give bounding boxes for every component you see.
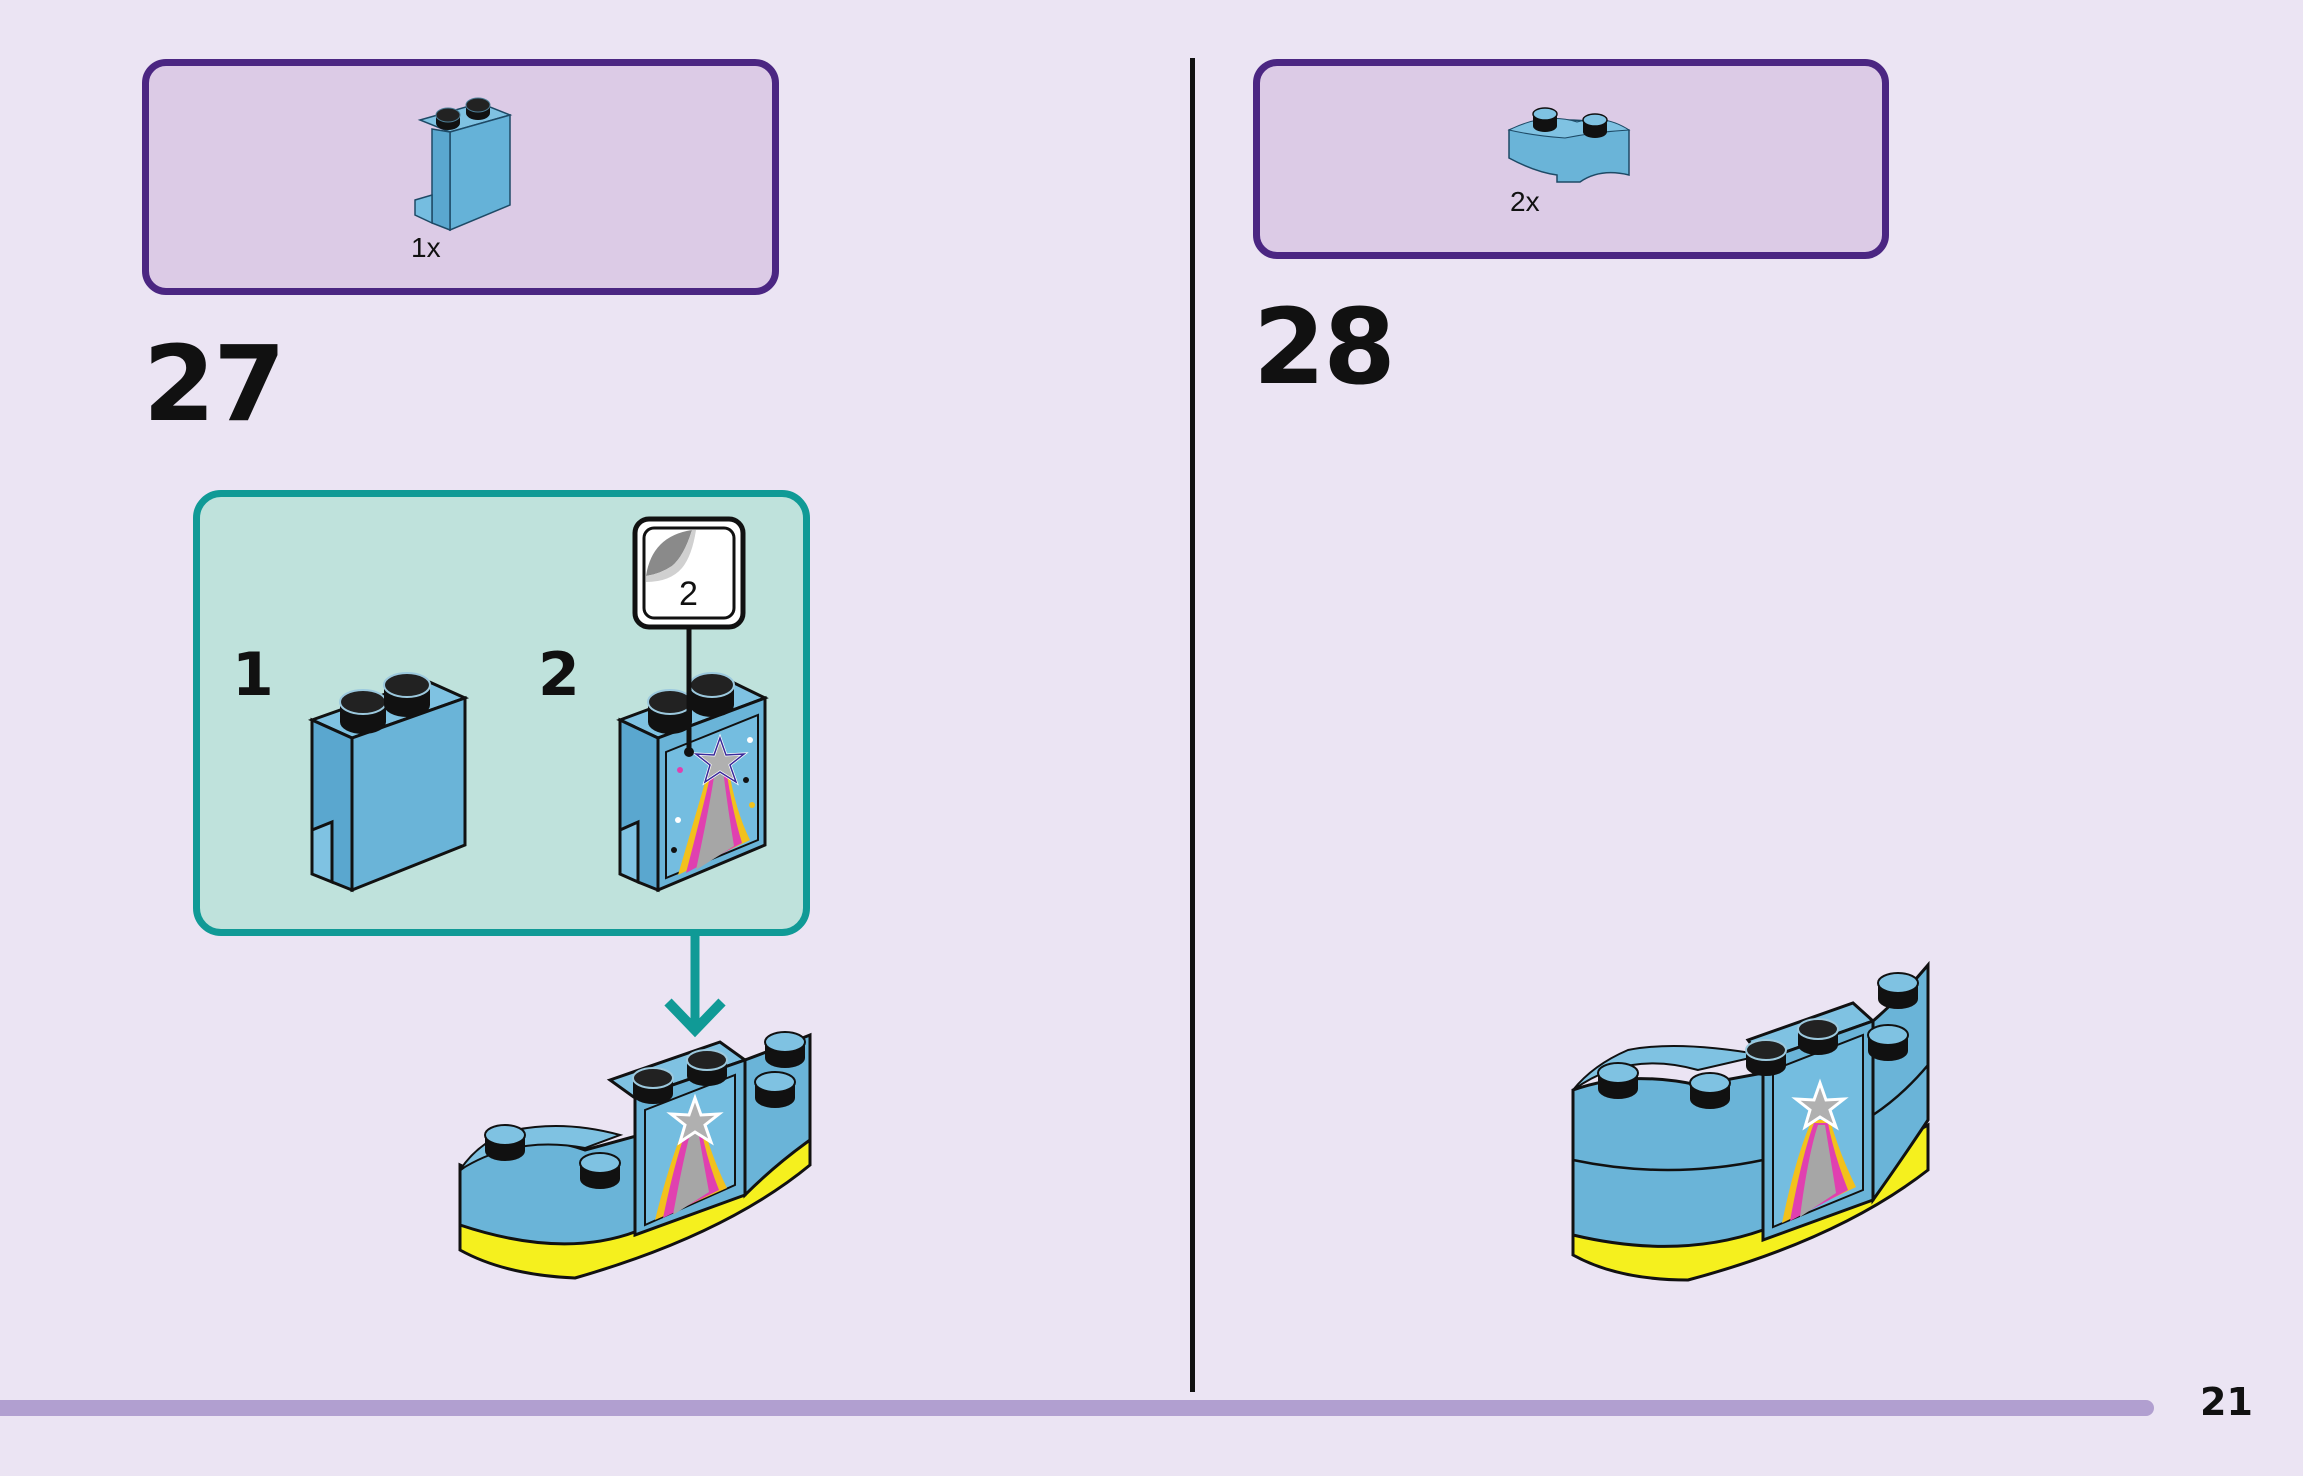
- step-28-number: 28: [1253, 286, 1396, 408]
- panel-part-icon: [414, 97, 513, 232]
- footer-bar: [0, 1400, 2154, 1416]
- page-divider: [1190, 58, 1195, 1392]
- stud: [339, 689, 387, 734]
- step-28-model-illustration: [1571, 960, 1930, 1282]
- sticker-number: 2: [679, 575, 698, 613]
- step-28-part-quantity: 2x: [1510, 186, 1540, 217]
- page-number: 21: [2200, 1380, 2253, 1424]
- step-27-number: 27: [143, 323, 286, 445]
- substep-2-decorated-panel-illustration: [616, 672, 769, 893]
- step-27-part-quantity: 1x: [411, 232, 441, 263]
- down-arrow-icon: [664, 932, 726, 1038]
- substep-1-panel-illustration: [307, 672, 470, 893]
- substep-2-number: 2: [538, 640, 580, 710]
- sticker-callout-icon: [632, 516, 746, 757]
- round-corner-brick-part-icon: [1507, 107, 1631, 183]
- step-27-model-illustration: [458, 1031, 812, 1280]
- substep-1-number: 1: [232, 640, 274, 710]
